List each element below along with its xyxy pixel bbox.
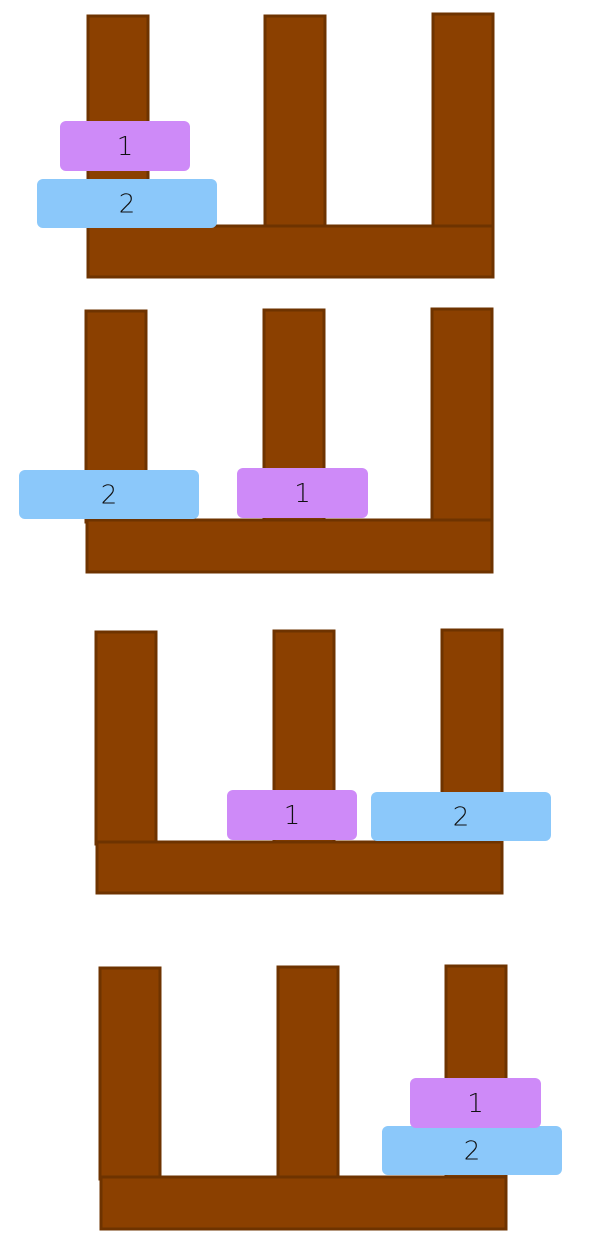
disk-2: 2 [19, 470, 199, 519]
disk-1: 1 [237, 468, 368, 518]
base [95, 840, 504, 895]
base [85, 518, 494, 574]
disk-1-body [227, 790, 357, 840]
disk-label: 2 [101, 481, 118, 511]
hanoi-step-4: 21 [98, 964, 562, 1231]
disk-label: 1 [294, 479, 311, 509]
disk-2-body [37, 179, 217, 228]
disk-1: 1 [410, 1078, 541, 1128]
disk-2: 2 [382, 1126, 562, 1175]
disk-2-body [382, 1126, 562, 1175]
disk-2: 2 [37, 179, 217, 228]
peg-1 [94, 630, 158, 846]
disk-1: 1 [60, 121, 190, 171]
hanoi-step-1: 21 [37, 12, 495, 279]
disk-label: 2 [453, 803, 470, 833]
disk-2-body [371, 792, 551, 841]
disk-1-body [410, 1078, 541, 1128]
disk-label: 1 [117, 132, 134, 162]
peg-2 [263, 14, 327, 230]
disk-1-body [60, 121, 190, 171]
disk-label: 1 [284, 801, 301, 831]
peg-3 [430, 307, 494, 524]
peg-3 [431, 12, 495, 230]
disk-2-body [19, 470, 199, 519]
disk-1-body [237, 468, 368, 518]
disk-label: 2 [464, 1137, 481, 1167]
base [99, 1175, 508, 1231]
disk-2: 2 [371, 792, 551, 841]
peg-2 [276, 965, 340, 1181]
disk-1: 1 [227, 790, 357, 840]
peg-1 [98, 966, 162, 1181]
base [86, 224, 495, 279]
disk-label: 1 [467, 1089, 484, 1119]
disk-label: 2 [119, 190, 136, 220]
